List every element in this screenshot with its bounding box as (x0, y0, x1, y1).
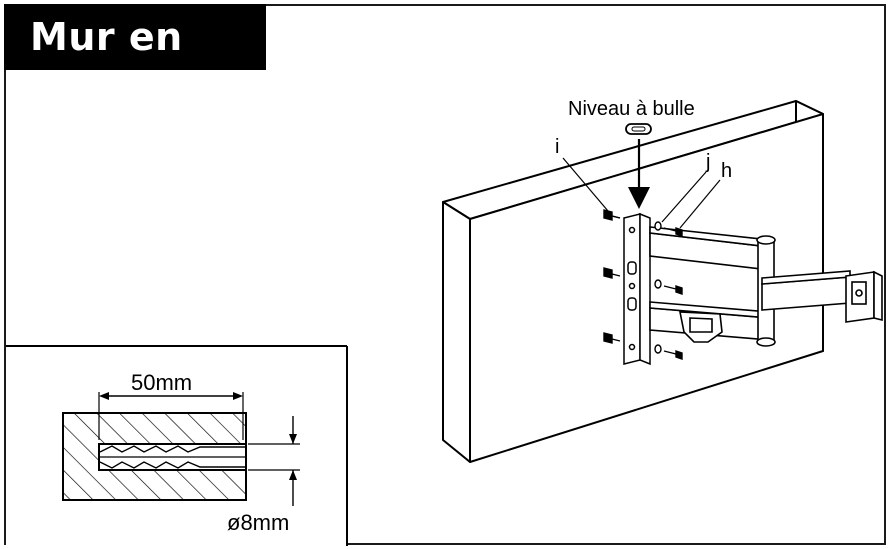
diameter-dimension: ø8mm (227, 510, 289, 535)
leader-i (562, 157, 609, 212)
leader-h (679, 179, 721, 229)
bubble-level-icon (625, 123, 652, 135)
screw-i-2 (603, 267, 621, 279)
label-i: i (555, 136, 559, 158)
bolt-h-3 (654, 344, 683, 360)
bolt-h-2 (654, 279, 683, 295)
screw-i-3 (603, 332, 621, 344)
page-title: Mur en dur (4, 4, 266, 125)
label-h: h (721, 160, 732, 182)
bolt-h-1 (654, 221, 683, 237)
wall-plate (623, 212, 651, 366)
bubble-level-label: Niveau à bulle (568, 98, 695, 120)
drill-detail-inset: 50mm ø8mm (6, 345, 348, 546)
label-j: j (705, 151, 710, 173)
screws (603, 209, 683, 360)
depth-dimension: 50mm (131, 370, 192, 395)
leader-j (661, 171, 707, 223)
wall-anchor (99, 445, 246, 469)
screw-i-1 (603, 209, 621, 221)
